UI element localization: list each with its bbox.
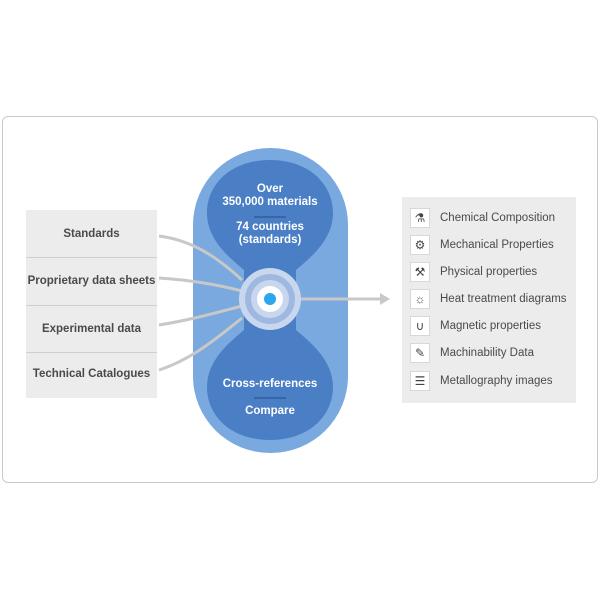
countries-line-1: 74 countries (236, 221, 304, 233)
result-heat-treatment-diagrams: ☼ Heat treatment diagrams (410, 288, 567, 310)
result-label: Chemical Composition (440, 212, 556, 224)
result-physical-properties: ⚒ Physical properties (410, 261, 537, 283)
materials-line-1: Over (256, 183, 284, 195)
compare-label: Compare (245, 405, 295, 417)
materials-count: Over 350,000 materials (200, 183, 340, 209)
result-label: Machinability Data (440, 347, 534, 359)
cross-references-label: Cross-references (222, 378, 318, 390)
sun-icon: ☼ (410, 289, 430, 309)
sources-panel: Standards Proprietary data sheets Experi… (26, 210, 157, 398)
magnet-icon: ∪ (410, 316, 430, 336)
source-divider (26, 257, 157, 258)
result-mechanical-properties: ⚙ Mechanical Properties (410, 234, 554, 256)
source-divider (26, 305, 157, 306)
source-experimental-data: Experimental data (41, 323, 142, 335)
result-label: Physical properties (440, 266, 538, 278)
image-list-icon: ☰ (410, 371, 430, 391)
results-panel: ⚗ Chemical Composition ⚙ Mechanical Prop… (402, 197, 576, 403)
source-divider (26, 352, 157, 353)
output-arrow-head (380, 293, 390, 305)
connector-standards (158, 234, 244, 282)
connector-proprietary (158, 276, 243, 293)
result-magnetic-properties: ∪ Magnetic properties (410, 315, 541, 337)
source-standards: Standards (63, 228, 120, 240)
connector-catalogues (158, 316, 243, 372)
flask-icon: ⚗ (410, 208, 430, 228)
gear-icon: ⚙ (410, 235, 430, 255)
source-proprietary-data-sheets: Proprietary data sheets (27, 275, 156, 287)
drill-icon: ✎ (410, 343, 430, 363)
result-machinability-data: ✎ Machinability Data (410, 342, 534, 364)
hammer-list-icon: ⚒ (410, 262, 430, 282)
result-metallography-images: ☰ Metallography images (410, 370, 553, 392)
result-label: Heat treatment diagrams (440, 293, 567, 305)
result-label: Magnetic properties (440, 320, 541, 332)
materials-line-2: 350,000 materials (222, 196, 318, 208)
countries-count: 74 countries (standards) (200, 221, 340, 247)
result-label: Mechanical Properties (440, 239, 554, 251)
result-label: Metallography images (440, 375, 553, 387)
countries-line-2: (standards) (238, 234, 302, 246)
source-technical-catalogues: Technical Catalogues (32, 368, 151, 380)
center-dot (264, 293, 276, 305)
result-chemical-composition: ⚗ Chemical Composition (410, 207, 555, 229)
connector-experimental (158, 304, 243, 327)
